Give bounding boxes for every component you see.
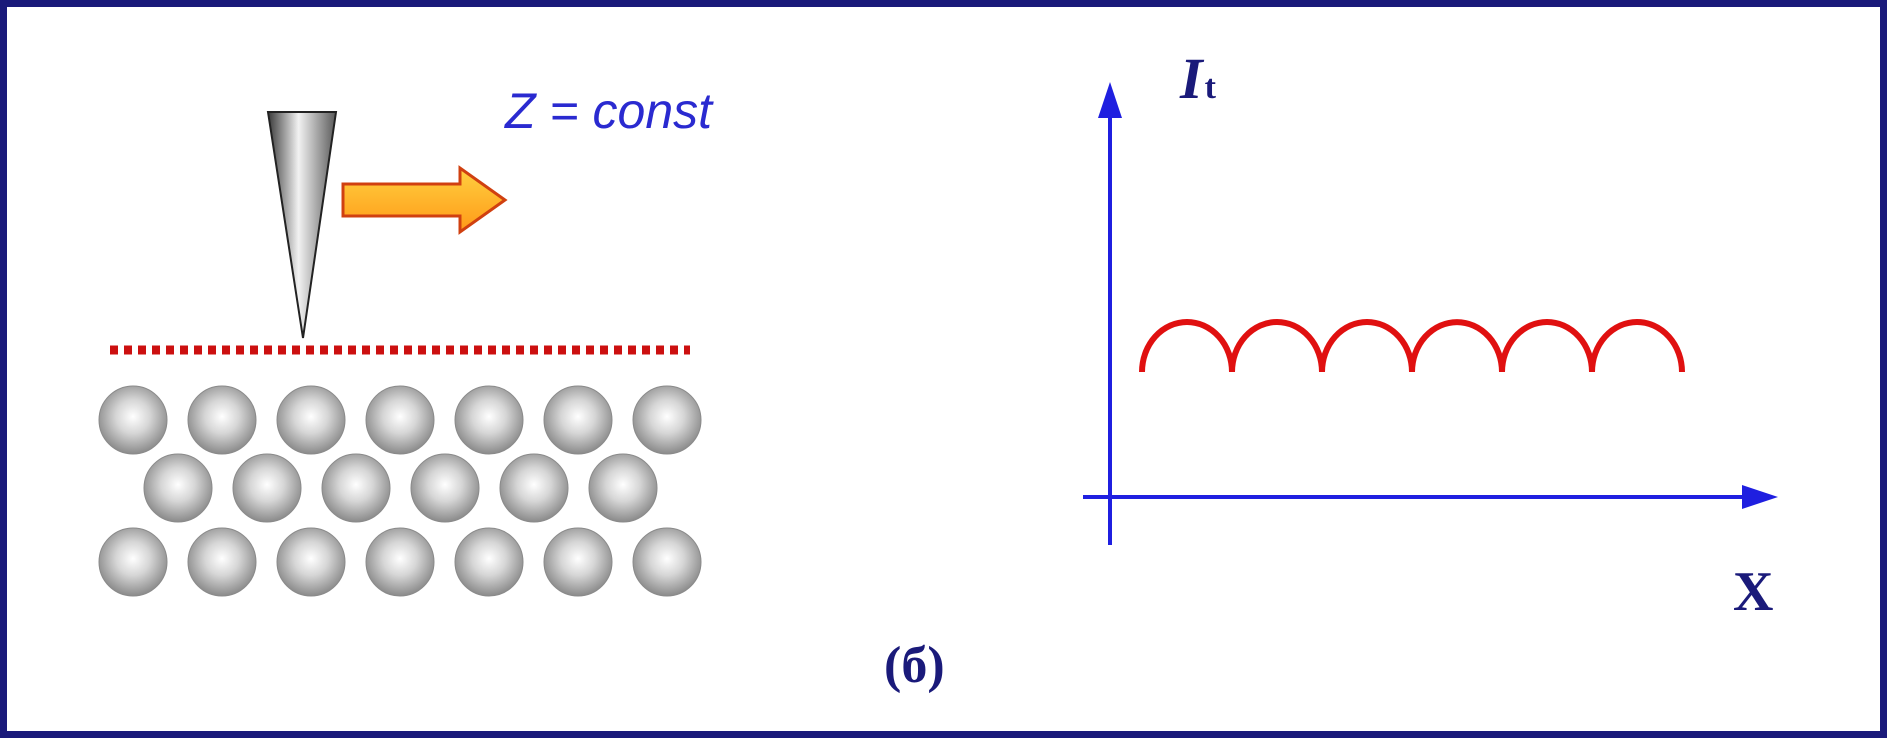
y-axis-label-sub: t	[1204, 69, 1216, 106]
y-axis-label: It	[1180, 45, 1216, 112]
atom	[187, 527, 257, 597]
atom	[499, 453, 569, 523]
atom	[454, 385, 524, 455]
y-axis-arrowhead	[1098, 82, 1122, 118]
atom	[232, 453, 302, 523]
atom	[276, 527, 346, 597]
scan-direction-arrow	[341, 165, 508, 235]
atom	[632, 527, 702, 597]
atom	[98, 527, 168, 597]
atom	[454, 527, 524, 597]
atom-lattice	[98, 385, 702, 597]
z-const-label: Z = const	[505, 83, 713, 139]
atom	[365, 527, 435, 597]
atom	[276, 385, 346, 455]
x-axis-label: X	[1733, 561, 1774, 623]
atom	[98, 385, 168, 455]
atom	[632, 385, 702, 455]
atom	[365, 385, 435, 455]
atom	[543, 385, 613, 455]
atom	[143, 453, 213, 523]
atom	[410, 453, 480, 523]
stm-tip	[266, 111, 338, 339]
atom	[543, 527, 613, 597]
atom	[321, 453, 391, 523]
atom	[187, 385, 257, 455]
x-axis-arrowhead	[1742, 485, 1778, 509]
y-axis-label-main: I	[1180, 46, 1203, 111]
atom	[588, 453, 658, 523]
figure-caption: (б)	[884, 637, 945, 694]
tunnel-current-curve	[1139, 319, 1685, 373]
